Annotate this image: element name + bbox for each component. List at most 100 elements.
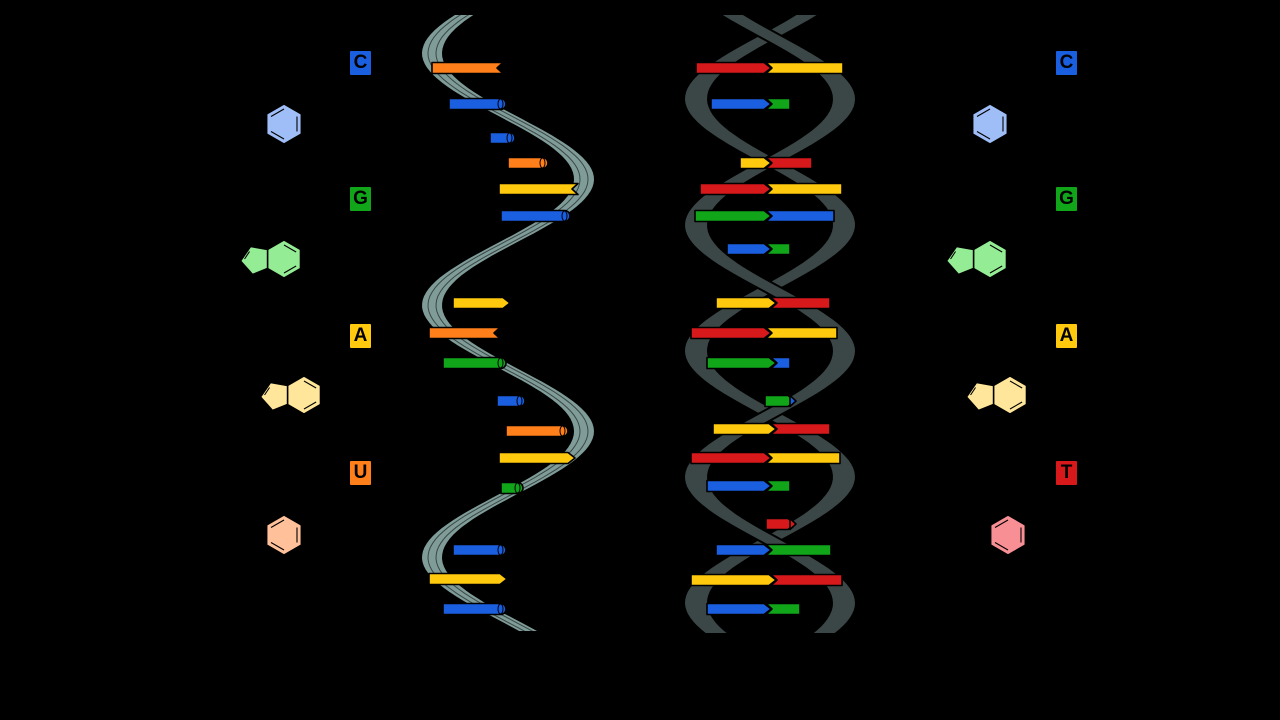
rna-base-15-end: [497, 603, 504, 615]
rna-c-pyrimidine-ring-icon-double-bond: [270, 131, 285, 140]
dna-t-pyrimidine-ring-icon-double-bond: [994, 519, 1009, 528]
dna-c-pyrimidine-ring-icon-double-bond: [976, 131, 991, 140]
rna-a-purine-ring-icon-five-ring: [259, 381, 289, 412]
dna-base-pair-6-right: [770, 296, 831, 310]
dna-base-pair-15-right: [770, 573, 843, 587]
rna-a-purine-ring-icon-double-bond: [303, 401, 317, 410]
rna-a-purine-ring-icon-double-bond: [264, 387, 271, 396]
rna-u-pyrimidine-ring-icon-double-bond: [270, 542, 285, 551]
dna-base-pair-4-right: [765, 209, 835, 223]
dna-c-pyrimidine-ring-icon: [971, 103, 1009, 145]
rna-base-15: [442, 602, 507, 616]
dna-t-pyrimidine-ring-icon-double-bond: [994, 542, 1009, 551]
dna-base-pair-10-left: [712, 422, 777, 436]
dna-c-pyrimidine-ring-icon-ring: [971, 103, 1009, 145]
rna-base-10-end: [559, 425, 566, 437]
dna-base-pair-11-left: [690, 451, 772, 465]
rna-legend-badge-c: C: [350, 51, 371, 75]
dna-base-pair-5-right: [765, 242, 791, 256]
rna-base-4: [498, 182, 579, 196]
rna-base-3: [507, 156, 549, 170]
dna-g-purine-ring-icon-double-bond: [989, 265, 1003, 274]
rna-base-0: [431, 61, 504, 75]
rna-u-pyrimidine-ring-icon-double-bond: [270, 519, 285, 528]
rna-base-14: [428, 572, 508, 586]
dna-c-pyrimidine-ring-icon-double-bond: [976, 108, 991, 117]
dna-base-pair-7-right: [765, 326, 838, 340]
rna-g-purine-ring-icon-six-ring: [266, 239, 302, 279]
dna-a-purine-ring-icon-five-ring: [965, 381, 995, 412]
rna-a-purine-ring-icon-six-ring: [286, 375, 322, 415]
dna-base-pair-14-left: [715, 543, 772, 557]
dna-base-pair-4-left: [694, 209, 772, 223]
rna-base-1: [448, 97, 507, 111]
rna-base-6: [452, 296, 511, 310]
rna-g-purine-ring-icon-double-bond: [283, 265, 297, 274]
dna-base-pair-10-right: [770, 422, 831, 436]
rna-base-11: [498, 451, 576, 465]
dna-base-pair-12-right: [765, 479, 791, 493]
dna-t-pyrimidine-ring-icon-ring: [989, 514, 1027, 556]
dna-base-pair-0-left: [695, 61, 772, 75]
dna-base-pair-2-right: [765, 156, 813, 170]
dna-legend-badge-c: C: [1056, 51, 1077, 75]
dna-base-pair-9-right: [789, 394, 797, 408]
dna-base-pair-15-left: [690, 573, 777, 587]
rna-base-1-end: [497, 98, 504, 110]
dna-g-purine-ring-icon-five-ring: [945, 245, 975, 276]
rna-g-purine-ring-icon-double-bond: [244, 251, 251, 260]
rna-legend-badge-u: U: [350, 461, 371, 485]
rna-u-pyrimidine-ring-icon-ring: [265, 514, 303, 556]
dna-base-pair-13-right: [789, 517, 797, 531]
dna-a-purine-ring-icon: [965, 375, 1028, 415]
dna-g-purine-ring-icon-double-bond: [989, 244, 1003, 253]
dna-base-pair-8-right: [770, 356, 791, 370]
dna-base-pair-14-right: [765, 543, 832, 557]
rna-c-pyrimidine-ring-icon-double-bond: [270, 108, 285, 117]
rna-g-purine-ring-icon: [239, 239, 302, 279]
dna-a-purine-ring-icon-double-bond: [970, 387, 977, 396]
rna-base-7: [428, 326, 501, 340]
dna-base-pair-0-right: [765, 61, 844, 75]
dna-base-pair-7-left: [690, 326, 772, 340]
rna-u-pyrimidine-ring-icon: [265, 514, 303, 556]
dna-t-pyrimidine-ring-icon: [989, 514, 1027, 556]
dna-base-pair-16-right: [765, 602, 801, 616]
dna-g-purine-ring-icon-double-bond: [950, 251, 957, 260]
dna-legend-badge-g: G: [1056, 187, 1077, 211]
rna-base-9-end: [516, 395, 523, 407]
dna-base-pair-6-left: [715, 296, 777, 310]
rna-base-8: [442, 356, 507, 370]
rna-base-5: [500, 209, 571, 223]
dna-base-pair-2-left: [739, 156, 772, 170]
rna-single-helix: [420, 13, 596, 633]
dna-a-purine-ring-icon-six-ring: [992, 375, 1028, 415]
dna-base-pair-3-right: [765, 182, 843, 196]
dna-base-pair-1-left: [710, 97, 772, 111]
dna-legend-badge-t: T: [1056, 461, 1077, 485]
dna-base-pair-8-left: [706, 356, 777, 370]
rna-legend-badge-g: G: [350, 187, 371, 211]
rna-base-10: [505, 424, 569, 438]
rna-legend-badge-a: A: [350, 324, 371, 348]
dna-a-purine-ring-icon-double-bond: [1009, 401, 1023, 410]
rna-c-pyrimidine-ring-icon-ring: [265, 103, 303, 145]
rna-base-13-end: [497, 544, 504, 556]
dna-base-pair-11-right: [765, 451, 841, 465]
rna-backbone-ribbon: [420, 13, 596, 633]
dna-g-purine-ring-icon: [945, 239, 1008, 279]
dna-legend-badge-a: A: [1056, 324, 1077, 348]
dna-a-purine-ring-icon-double-bond: [1009, 380, 1023, 389]
rna-a-purine-ring-icon-double-bond: [303, 380, 317, 389]
rna-g-purine-ring-icon-five-ring: [239, 245, 269, 276]
dna-base-pair-12-left: [706, 479, 772, 493]
rna-base-3-end: [539, 157, 546, 169]
rna-base-5-end: [561, 210, 568, 222]
dna-base-pair-16-left: [706, 602, 772, 616]
dna-base-pair-3-left: [699, 182, 772, 196]
rna-base-2-end: [506, 132, 513, 144]
rna-a-purine-ring-icon: [259, 375, 322, 415]
rna-base-8-end: [497, 357, 504, 369]
